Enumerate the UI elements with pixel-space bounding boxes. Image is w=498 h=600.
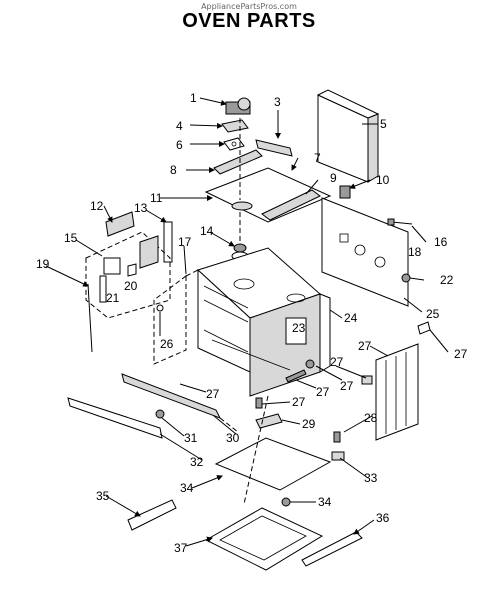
callout-34: 9 bbox=[330, 171, 337, 185]
part-34-strip-upper bbox=[213, 149, 263, 175]
part-22-bracket bbox=[127, 499, 177, 531]
callout-17: 20 bbox=[124, 279, 138, 293]
callout-27: 22 bbox=[440, 273, 454, 287]
part-35-rod bbox=[87, 283, 93, 353]
callout-4: 27 bbox=[316, 385, 330, 399]
callout-1: 10 bbox=[376, 173, 390, 187]
part-13-back-frame bbox=[375, 343, 419, 441]
part-7-control-group bbox=[85, 231, 171, 319]
callout-23: 33 bbox=[364, 471, 378, 485]
callout-35: 19 bbox=[36, 257, 50, 271]
part-23-bracket bbox=[331, 451, 345, 461]
part-27-screw-d bbox=[401, 273, 411, 283]
assembly-line-c bbox=[243, 395, 269, 505]
callout-24: 29 bbox=[302, 417, 316, 431]
callout-12: 4 bbox=[176, 119, 183, 133]
part-21-bottom-plate bbox=[214, 437, 332, 491]
part-14-rear-panel bbox=[321, 197, 409, 307]
callout-27: 34 bbox=[318, 495, 332, 509]
callout-25: 26 bbox=[160, 337, 174, 351]
callout-22: 35 bbox=[96, 489, 110, 503]
callout-14: 25 bbox=[426, 307, 440, 321]
part-8-rail bbox=[301, 531, 363, 567]
part-29-screw bbox=[155, 409, 165, 419]
callout-16: 27 bbox=[206, 387, 220, 401]
part-36-clip bbox=[417, 321, 431, 335]
callout-5: 1 bbox=[190, 91, 197, 105]
part-6-top-plate bbox=[204, 167, 332, 223]
part-19-tray bbox=[204, 507, 324, 571]
callout-19: 37 bbox=[174, 541, 188, 555]
part-32-bracket bbox=[163, 221, 173, 263]
part-10-link bbox=[219, 417, 239, 433]
source-watermark: AppliancePartsPros.com bbox=[201, 2, 297, 11]
callout-20: 32 bbox=[190, 455, 204, 469]
part-27-screw-a bbox=[255, 397, 263, 409]
part-28-bracket bbox=[223, 137, 245, 151]
leader-lines bbox=[45, 97, 449, 547]
callout-32: 13 bbox=[134, 201, 148, 215]
part-20-rail bbox=[67, 397, 163, 439]
part-4-bracket bbox=[285, 369, 307, 383]
part-33-panel bbox=[105, 211, 135, 237]
part-15-side-panel bbox=[319, 293, 331, 373]
part-5-sensor bbox=[225, 97, 251, 115]
callout-31: 5 bbox=[380, 117, 387, 131]
callout-9: 3 bbox=[274, 95, 281, 109]
callout-2: 14 bbox=[200, 224, 214, 238]
callout-6: 11 bbox=[150, 191, 163, 205]
page-title: OVEN PARTS bbox=[182, 10, 316, 32]
callout-34: 8 bbox=[170, 163, 177, 177]
callout-21: 34 bbox=[180, 481, 194, 495]
callout-labels: 1 3 4 5 6 7 8 9 10 11 12 13 14 15 16 17 … bbox=[36, 91, 468, 555]
callout-28: 6 bbox=[176, 138, 183, 152]
part-31-insulation-panel bbox=[316, 89, 380, 183]
part-37-screw bbox=[305, 359, 315, 369]
callout-7: 15 bbox=[64, 231, 78, 245]
part-27-screw-c bbox=[333, 431, 341, 443]
callout-27: 16 bbox=[434, 235, 448, 249]
callout-11: 17 bbox=[178, 235, 192, 249]
callout-26: 21 bbox=[106, 291, 120, 305]
part-34-strip-lower bbox=[261, 189, 321, 221]
part-18-screw bbox=[387, 218, 413, 226]
callout-18: 18 bbox=[408, 245, 422, 259]
callout-27: 7 bbox=[314, 151, 321, 165]
callout-8: 36 bbox=[376, 511, 390, 525]
callout-33: 12 bbox=[90, 199, 104, 213]
part-27-screw-b bbox=[281, 497, 291, 507]
part-1-block bbox=[339, 185, 351, 199]
part-30-bracket bbox=[361, 375, 373, 385]
callout-36: 27 bbox=[454, 347, 468, 361]
callout-37: 27 bbox=[340, 379, 354, 393]
callout-10: 30 bbox=[226, 431, 240, 445]
callout-13: 27 bbox=[358, 339, 372, 353]
callout-30: 27 bbox=[330, 355, 344, 369]
callout-15: 24 bbox=[344, 311, 358, 325]
part-9-bracket bbox=[255, 139, 293, 157]
callout-3: 23 bbox=[292, 321, 306, 335]
part-11-25-front-frame bbox=[153, 269, 199, 365]
callout-27: 27 bbox=[292, 395, 306, 409]
part-12-bracket bbox=[221, 119, 249, 133]
callout-29: 31 bbox=[184, 431, 198, 445]
part-24-bracket bbox=[255, 413, 283, 429]
callout-27: 28 bbox=[364, 411, 378, 425]
